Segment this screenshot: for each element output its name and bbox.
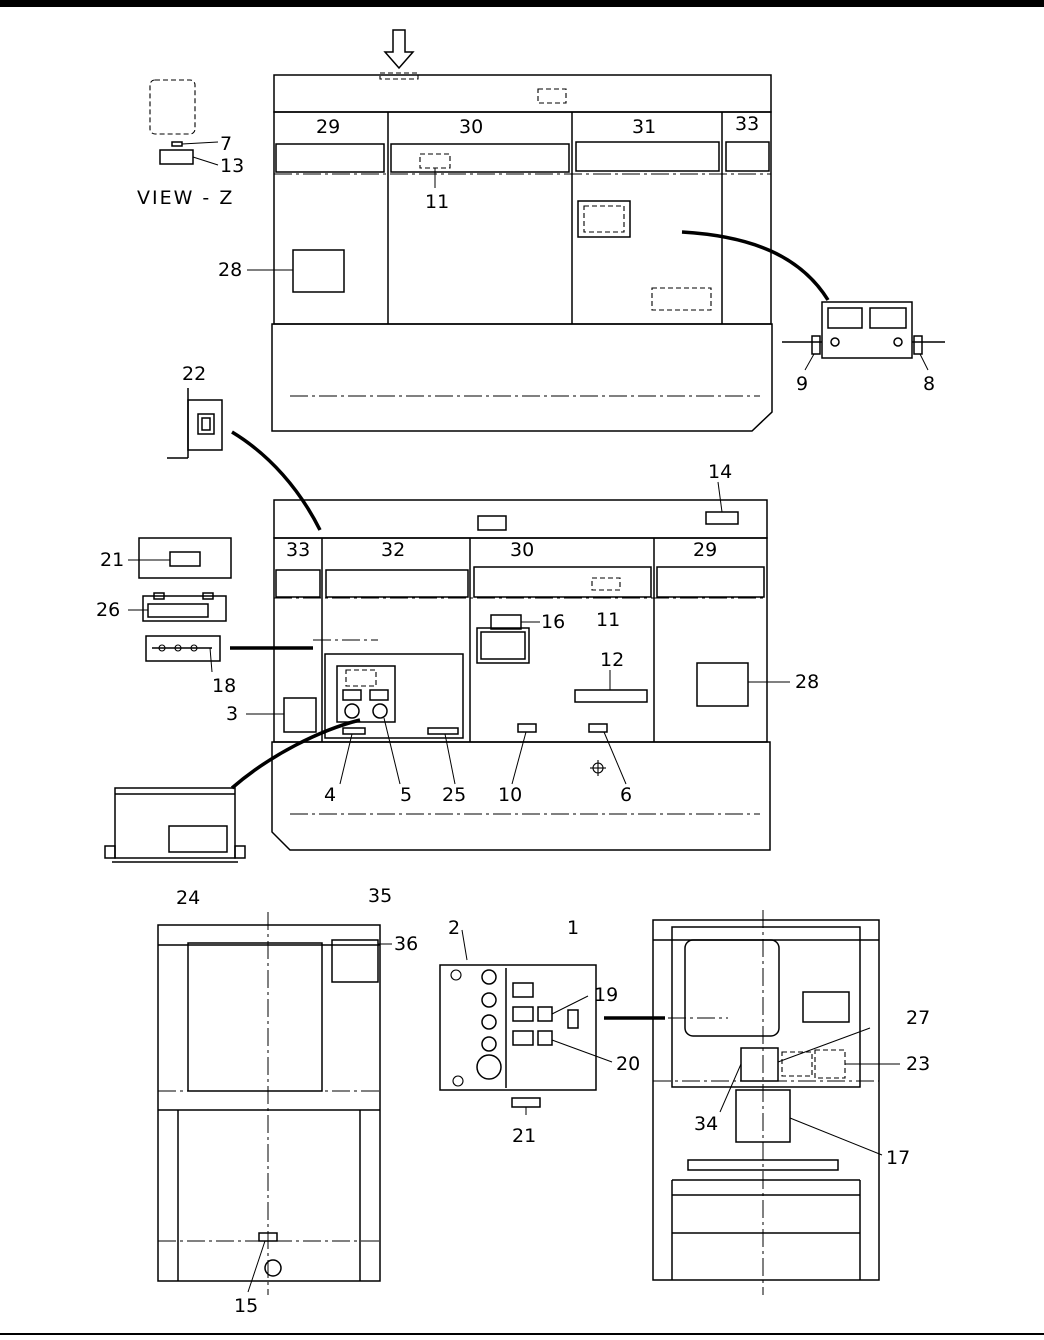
callout-20: 20 — [616, 1053, 640, 1075]
callout-11-mid: 11 — [596, 609, 620, 631]
callout-34: 34 — [694, 1113, 718, 1135]
callout-8: 8 — [923, 373, 935, 395]
callout-33-mid: 33 — [286, 539, 310, 561]
bottom-border-rule — [0, 1333, 1044, 1335]
callout-1: 1 — [567, 917, 579, 939]
callout-14: 14 — [708, 461, 732, 483]
callout-13: 13 — [220, 155, 244, 177]
callout-24: 24 — [176, 887, 200, 909]
callout-15: 15 — [234, 1295, 258, 1317]
callout-5: 5 — [400, 784, 412, 806]
top-border-rule — [0, 0, 1044, 7]
front-view-right — [652, 910, 880, 1295]
callout-27: 27 — [906, 1007, 930, 1029]
callout-26: 26 — [96, 599, 120, 621]
view-z-caption: VIEW - Z — [137, 187, 234, 209]
callout-16: 16 — [541, 611, 565, 633]
view-arrow-icon — [383, 29, 415, 70]
callout-17: 17 — [886, 1147, 910, 1169]
callout-28-mid: 28 — [795, 671, 819, 693]
upper-equipment-view — [271, 29, 773, 432]
callout-21-bottom: 21 — [512, 1125, 536, 1147]
callout-28-top: 28 — [218, 259, 242, 281]
callout-31: 31 — [632, 116, 656, 138]
callout-32: 32 — [381, 539, 405, 561]
callout-6: 6 — [620, 784, 632, 806]
callout-21-mid: 21 — [100, 549, 124, 571]
callout-11-top: 11 — [425, 191, 449, 213]
callout-19: 19 — [594, 984, 618, 1006]
callout-23: 23 — [906, 1053, 930, 1075]
callout-29-top: 29 — [316, 116, 340, 138]
callout-30-mid: 30 — [510, 539, 534, 561]
detail-left-labels — [138, 537, 378, 662]
detail-item-22 — [167, 388, 322, 531]
front-view-left — [157, 912, 381, 1295]
detail-switch-panel — [681, 230, 945, 371]
callout-36: 36 — [394, 933, 418, 955]
callout-10: 10 — [498, 784, 522, 806]
callout-12: 12 — [600, 649, 624, 671]
control-panel-detail — [439, 964, 728, 1108]
callout-numbers: 29 30 31 33 7 13 11 28 9 8 22 14 33 32 3… — [96, 113, 935, 1317]
callout-22: 22 — [182, 363, 206, 385]
callout-35: 35 — [368, 885, 392, 907]
callout-7: 7 — [220, 133, 232, 155]
callout-9: 9 — [796, 373, 808, 395]
detail-item-24 — [104, 718, 361, 863]
callout-29-mid: 29 — [693, 539, 717, 561]
callout-30-top: 30 — [459, 116, 483, 138]
callout-4: 4 — [324, 784, 336, 806]
view-z-inset: VIEW - Z — [137, 79, 234, 209]
callout-18: 18 — [212, 675, 236, 697]
leader-lines — [128, 168, 900, 1293]
callout-3: 3 — [226, 703, 238, 725]
lower-equipment-view — [271, 499, 771, 851]
callout-25: 25 — [442, 784, 466, 806]
callout-2: 2 — [448, 917, 460, 939]
callout-33-top: 33 — [735, 113, 759, 135]
